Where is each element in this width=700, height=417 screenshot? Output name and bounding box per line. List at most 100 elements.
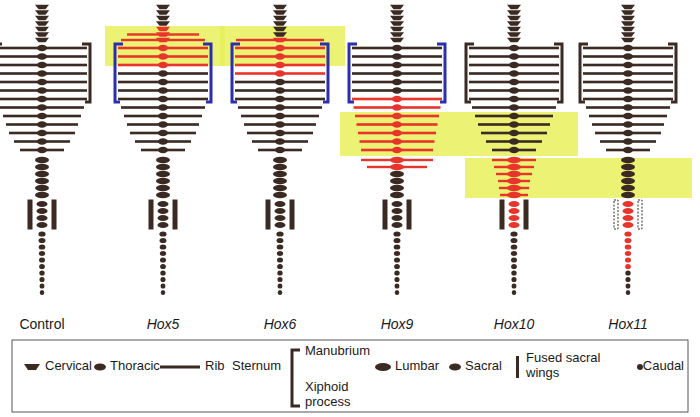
cervical-vertebra: [621, 16, 635, 20]
thoracic-vertebra: [623, 138, 633, 144]
thoracic-vertebra: [392, 96, 402, 102]
thoracic-vertebra: [275, 53, 285, 59]
sacral-vertebra: [158, 222, 169, 228]
rib-sample: [160, 366, 200, 369]
cervical-vertebra: [621, 27, 635, 31]
thoracic-vertebra: [509, 138, 519, 144]
cervical-vertebra: [273, 16, 287, 20]
thoracic-vertebra: [392, 87, 402, 93]
thoracic-vertebra: [158, 45, 168, 51]
sternum: [437, 44, 445, 102]
caudal-vertebra: [277, 244, 284, 249]
fused-sacral-wing: [173, 200, 177, 229]
cervical-vertebra: [273, 38, 287, 42]
fused-sacral-wing: [524, 200, 528, 229]
caudal-vertebra: [624, 231, 631, 236]
cervical-vertebra: [156, 27, 170, 31]
caudal-vertebra: [278, 290, 283, 295]
fused-sacral-wing: [52, 200, 56, 229]
cervical-vertebra: [507, 21, 521, 25]
thoracic-vertebra: [392, 45, 402, 51]
thoracic-vertebra: [623, 113, 633, 119]
thoracic-vertebra: [158, 70, 168, 76]
caudal-vertebra: [511, 251, 517, 256]
thoracic-vertebra: [623, 53, 633, 59]
thoracic-vertebra: [158, 62, 168, 68]
thoracic-vertebra: [623, 70, 633, 76]
lumbar-vertebra: [273, 171, 287, 177]
column-label: Control: [19, 316, 64, 332]
sacral-vertebra: [275, 222, 286, 228]
lumbar-vertebra: [35, 164, 49, 170]
sacral-vertebra: [392, 201, 403, 207]
skeleton-column: [232, 5, 328, 295]
lumbar-vertebra: [273, 157, 287, 163]
thoracic-vertebra: [37, 45, 47, 51]
caudal-vertebra: [276, 231, 283, 236]
cervical-vertebra: [35, 21, 49, 25]
cervical-vertebra: [156, 5, 170, 9]
thoracic-vertebra: [37, 113, 47, 119]
sternum: [320, 44, 328, 102]
cervical-vertebra: [156, 32, 170, 36]
cervical-vertebra: [621, 10, 635, 14]
thoracic-vertebra: [158, 138, 168, 144]
thoracic-vertebra: [158, 104, 168, 110]
cervical-vertebra: [273, 27, 287, 31]
sacral-vertebra: [158, 208, 169, 214]
caudal-vertebra: [511, 264, 517, 269]
sacral-vertebra: [392, 215, 403, 221]
legend-label: Cervical: [45, 359, 92, 374]
sacral-vertebra: [37, 222, 48, 228]
thoracic-vertebra: [275, 87, 285, 93]
lumbar-vertebra: [507, 185, 521, 191]
caudal-vertebra: [160, 251, 166, 256]
caudal-vertebra: [394, 257, 400, 262]
caudal-vertebra: [161, 283, 166, 288]
column-label: Hox5: [147, 316, 180, 332]
thoracic-vertebra: [509, 87, 519, 93]
lumbar-vertebra: [507, 171, 521, 177]
cervical-rib: [127, 33, 199, 35]
thoracic-vertebra: [37, 138, 47, 144]
thoracic-vertebra: [37, 130, 47, 136]
thoracic-vertebra: [275, 147, 285, 153]
cervical-vertebra: [621, 21, 635, 25]
sacral-vertebra: [392, 222, 403, 228]
lumbar-sample: [375, 363, 391, 371]
lumbar-vertebra: [156, 185, 170, 191]
lumbar-vertebra: [507, 192, 521, 198]
caudal-vertebra: [625, 264, 631, 269]
caudal-vertebra: [277, 251, 283, 256]
highlight-band: [220, 26, 345, 66]
sternum: [554, 44, 562, 102]
lumbar-vertebra: [390, 192, 404, 198]
sacral-vertebra: [158, 215, 169, 221]
caudal-vertebra: [160, 270, 165, 275]
skeleton-column: [0, 5, 90, 295]
thoracic-vertebra: [275, 121, 285, 127]
sacral-vertebra: [392, 208, 403, 214]
caudal-vertebra: [625, 277, 630, 282]
lumbar-vertebra: [621, 185, 635, 191]
lumbar-vertebra: [35, 178, 49, 184]
cervical-vertebra: [621, 38, 635, 42]
cervical-rib: [121, 39, 205, 41]
lumbar-vertebra: [35, 185, 49, 191]
thoracic-vertebra: [37, 104, 47, 110]
thoracic-vertebra: [37, 70, 47, 76]
caudal-vertebra: [39, 251, 45, 256]
caudal-vertebra: [161, 290, 166, 295]
cervical-vertebra: [35, 10, 49, 14]
legend-label: Sternum: [232, 359, 281, 374]
lumbar-vertebra: [273, 178, 287, 184]
caudal-vertebra: [510, 231, 517, 236]
sacral-vertebra: [623, 215, 634, 221]
lumbar-vertebra: [35, 192, 49, 198]
sternum: [82, 44, 90, 102]
sternum: [668, 44, 676, 102]
lumbar-vertebra: [156, 178, 170, 184]
lumbar-vertebra: [390, 178, 404, 184]
thoracic-vertebra: [392, 70, 402, 76]
lumbar-vertebra: [621, 171, 635, 177]
